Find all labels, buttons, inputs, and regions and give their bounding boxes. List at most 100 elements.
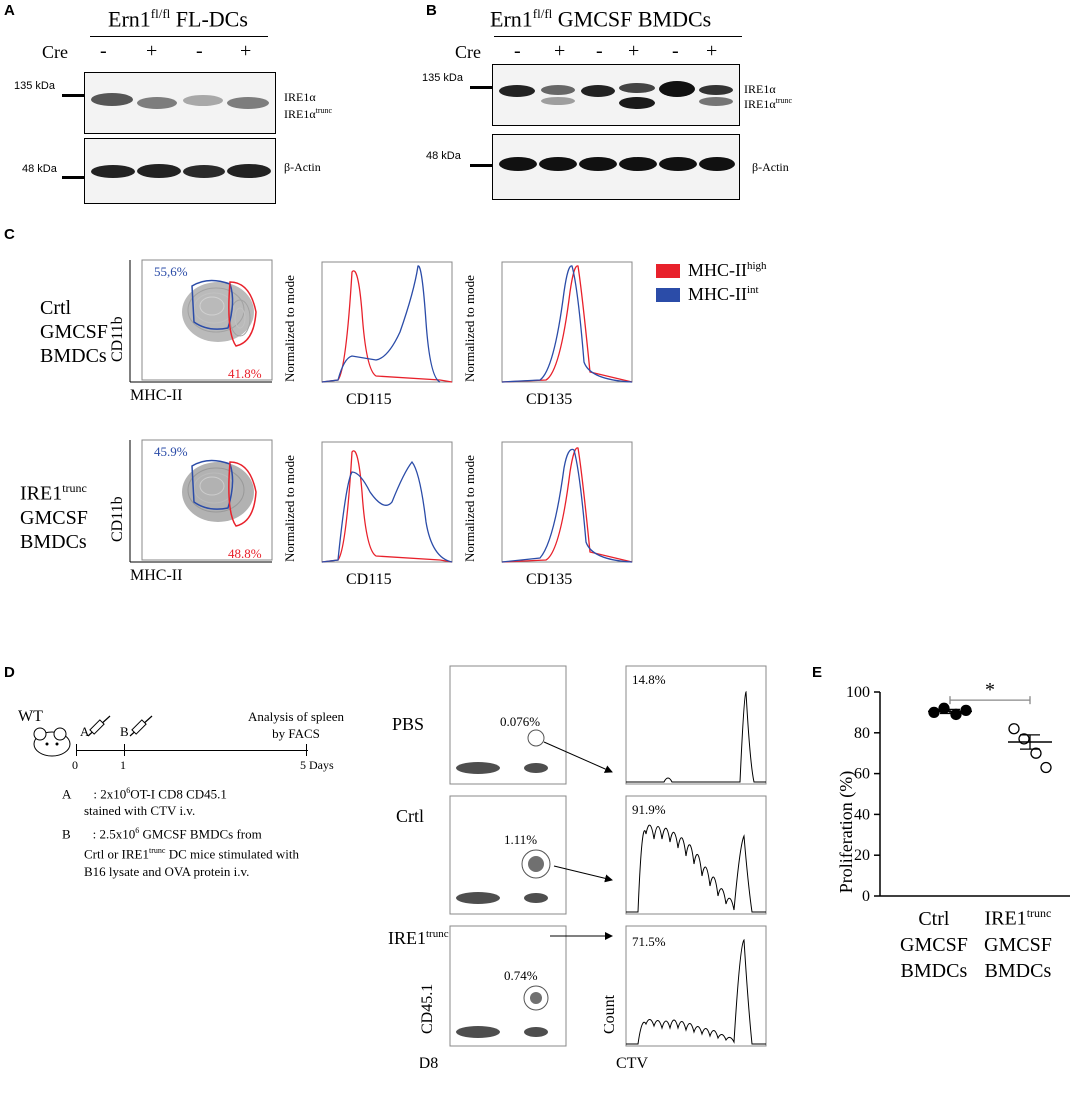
panel-b-title-underline <box>494 36 742 37</box>
panel-b-marker-48-tick <box>470 164 492 167</box>
row1-pct-blue: 55,6% <box>154 264 188 279</box>
panel-b-cre-4: + <box>628 40 640 62</box>
panel-b-marker-135-tick <box>470 86 492 89</box>
row1-hist2-xlabel: CD135 <box>526 391 572 408</box>
panel-b-band-ire1: IRE1α <box>744 82 776 96</box>
panel-a-cre-3: - <box>196 40 203 62</box>
timeline-label-1: 1 <box>120 758 126 772</box>
panel-b-marker-135: 135 kDa <box>422 72 463 84</box>
pbs-dot-pct: 0.076% <box>500 714 540 729</box>
e-sig-star: * <box>985 679 995 701</box>
timeline-label-0: 0 <box>72 758 78 772</box>
timeline-label-5: 5 Days <box>300 758 334 772</box>
panel-a-cre-1: - <box>100 40 107 62</box>
panel-b-title: Ern1fl/fl GMCSF BMDCs <box>490 6 712 32</box>
panel-c-row2-dotplot: 45.9% 48.8% CD11b MHC-II <box>109 439 273 582</box>
legend-label-int: MHC-IIint <box>688 284 759 304</box>
row2-pct-blue: 45.9% <box>154 444 188 459</box>
panel-b-cre-2: + <box>554 40 566 62</box>
panel-b-cre-1: - <box>514 40 521 62</box>
row1-pct-red: 41.8% <box>228 366 262 381</box>
panel-a-title: Ern1fl/fl FL-DCs <box>108 6 248 32</box>
panel-c-row1-hist-cd115: Normalized to mode CD115 <box>282 261 453 408</box>
e-ytick-label: 80 <box>854 725 870 742</box>
note-a: A: 2x106OT-I CD8 CD45.1 stained with CTV… <box>62 786 227 819</box>
row1-xlabel: MHC-II <box>130 387 182 402</box>
panel-c-row2-hist-cd135: Normalized to mode CD135 <box>462 441 633 588</box>
syringe-a-icon <box>87 715 111 737</box>
row2-xlabel: MHC-II <box>130 567 182 582</box>
panel-d-dot-xlabel: CD8 <box>420 1055 438 1072</box>
e-ytick-label: 60 <box>854 766 870 783</box>
panel-b-blot-ire1 <box>492 64 740 126</box>
panel-d-dot-ylabel: CD45.1 <box>420 984 436 1034</box>
panel-a-actin-label: β-Actin <box>284 160 321 174</box>
timeline-tick-0 <box>76 744 77 756</box>
panel-b-cre-3: - <box>596 40 603 62</box>
row2-pct-red: 48.8% <box>228 546 262 561</box>
legend-swatch-high <box>656 264 680 278</box>
row2-hist1-xlabel: CD115 <box>346 571 392 588</box>
timeline-tick-5 <box>306 744 307 756</box>
panel-d-dotplots: 0.076% 1.11% 0.74% CD45.1 CD8 <box>420 665 567 1072</box>
panel-a-blot-actin <box>84 138 276 204</box>
timeline-inj-a-label: A <box>80 724 90 739</box>
panel-b-letter: B <box>426 2 437 19</box>
panel-a-band-ire1-trunc: IRE1αtrunc <box>284 106 333 121</box>
note-b: B: 2.5x106 GMCSF BMDCs from Crtl or IRE1… <box>62 826 300 879</box>
panel-b-cre-label: Cre <box>455 42 481 62</box>
row-label-crtl: Crtl <box>396 806 425 826</box>
timeline-tick-1 <box>124 744 125 756</box>
panel-b-band-ire1-trunc: IRE1αtrunc <box>744 96 793 111</box>
e-point <box>1008 723 1020 735</box>
e-ytick-label: 0 <box>862 888 870 905</box>
row2-ylabel: CD11b <box>109 496 126 542</box>
panel-a-marker-48: 48 kDa <box>22 163 57 175</box>
panel-a-letter: A <box>4 2 15 19</box>
panel-a-marker-135-tick <box>62 94 84 97</box>
panel-d-letter: D <box>4 664 15 681</box>
e-point <box>960 704 972 717</box>
panel-d-histograms: 14.8% 91.9% 71.5% Count CTV <box>604 665 767 1072</box>
e-point <box>1040 761 1052 774</box>
panel-e-letter: E <box>812 664 823 681</box>
syringe-b-icon <box>129 715 153 737</box>
panel-b-cre-5: - <box>672 40 679 62</box>
panel-b-cre-6: + <box>706 40 718 62</box>
row-label-ire1: IRE1trunc <box>388 928 449 948</box>
panel-a-cre-2: + <box>146 40 158 62</box>
ire1-hist-pct: 71.5% <box>632 934 666 949</box>
panel-c-letter: C <box>4 226 15 243</box>
panel-a-cre-4: + <box>240 40 252 62</box>
e-point <box>928 706 940 719</box>
panel-b-blot-actin <box>492 134 740 200</box>
row1-hist2-ylabel: Normalized to mode <box>462 275 477 382</box>
panel-d-wt-label: WT <box>18 708 43 725</box>
panel-a-band-ire1: IRE1α <box>284 90 316 104</box>
row1-ylabel: CD11b <box>109 316 126 362</box>
e-ytick-label: 40 <box>854 806 870 823</box>
timeline-inj-b-label: B <box>120 724 129 739</box>
panel-b-marker-48: 48 kDa <box>426 150 461 162</box>
panel-a-marker-48-tick <box>62 176 84 179</box>
panel-a-title-underline <box>90 36 268 37</box>
panel-c-row1-dotplot: 55,6% 41.8% CD11b MHC-II <box>109 259 273 402</box>
panel-d-hist-xlabel: CTV <box>616 1055 648 1072</box>
legend-label-high: MHC-IIhigh <box>688 260 767 280</box>
row2-hist2-xlabel: CD135 <box>526 571 572 588</box>
panel-a-marker-135: 135 kDa <box>14 80 55 92</box>
panel-c-row2-hist-cd115: Normalized to mode CD115 <box>282 441 453 588</box>
crtl-hist-pct: 91.9% <box>632 802 666 817</box>
panel-d-hist-ylabel: Count <box>604 994 618 1034</box>
row2-hist1-ylabel: Normalized to mode <box>282 455 297 562</box>
pbs-hist-pct: 14.8% <box>632 672 666 687</box>
e-point <box>1030 747 1042 759</box>
ire1-dot-pct: 0.74% <box>504 968 538 983</box>
mouse-icon <box>33 727 71 757</box>
panel-c-row1-hist-cd135: Normalized to mode CD135 <box>462 261 633 408</box>
row-label-pbs: PBS <box>392 714 425 734</box>
